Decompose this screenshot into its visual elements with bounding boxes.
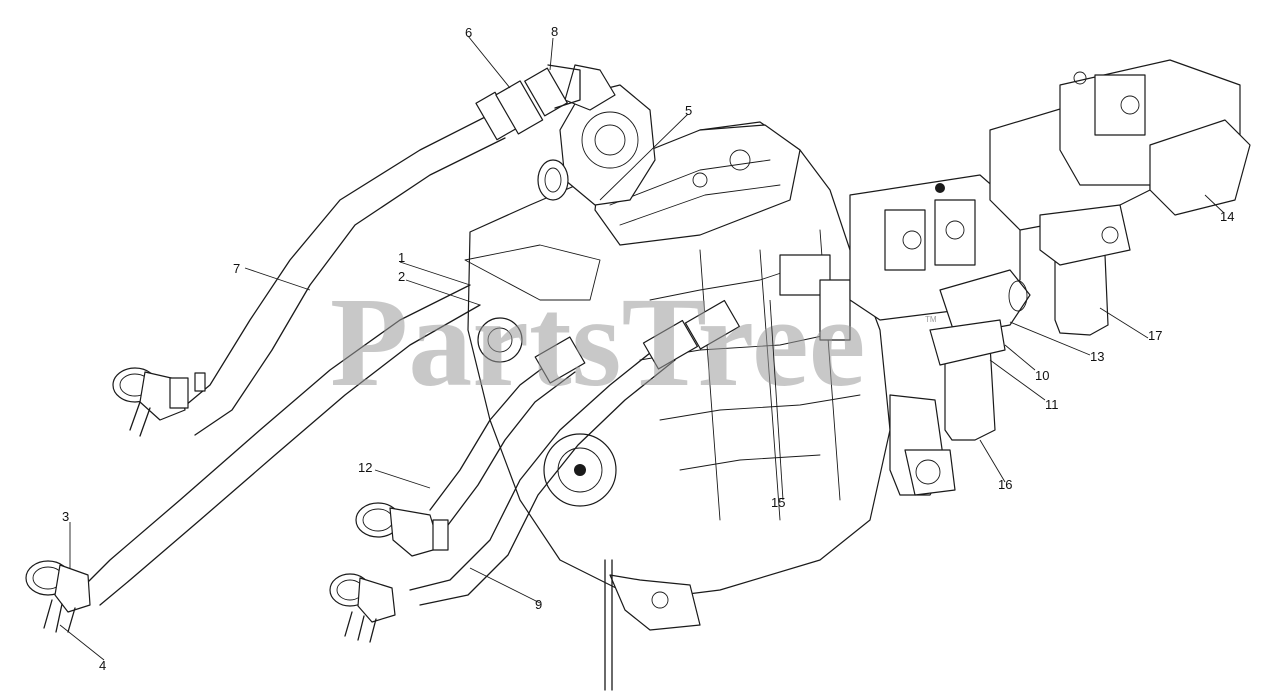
callout-15: 15	[771, 495, 785, 510]
callout-10: 10	[1035, 368, 1049, 383]
callout-4: 4	[99, 658, 106, 673]
callout-13: 13	[1090, 349, 1104, 364]
hose-1-2	[25, 284, 481, 633]
callout-8: 8	[551, 24, 558, 39]
callout-2: 2	[398, 269, 405, 284]
callout-5: 5	[685, 103, 692, 118]
hose-9	[329, 299, 741, 643]
callout-7: 7	[233, 261, 240, 276]
callout-16: 16	[998, 477, 1012, 492]
callout-12: 12	[358, 460, 372, 475]
leader-lines	[59, 35, 1225, 661]
hose-7-lower-clamp	[112, 367, 206, 437]
callout-9: 9	[535, 597, 542, 612]
callout-11: 11	[1045, 397, 1059, 412]
watermark-text: PartsTree	[330, 271, 865, 413]
callout-17: 17	[1148, 328, 1162, 343]
hose-12	[355, 336, 586, 557]
turbocharger	[537, 64, 656, 206]
callout-1: 1	[398, 250, 405, 265]
callout-labels: 1 2 3 4 5 6 7 8 9 10 11 12 13 14 15 16 1…	[62, 24, 1234, 673]
hose-7	[179, 64, 581, 436]
watermark-trademark: TM	[925, 315, 937, 324]
callout-14: 14	[1220, 209, 1234, 224]
callout-6: 6	[465, 25, 472, 40]
hydraulic-pump-assembly	[849, 59, 1251, 496]
engine-assembly	[464, 121, 891, 691]
callout-3: 3	[62, 509, 69, 524]
